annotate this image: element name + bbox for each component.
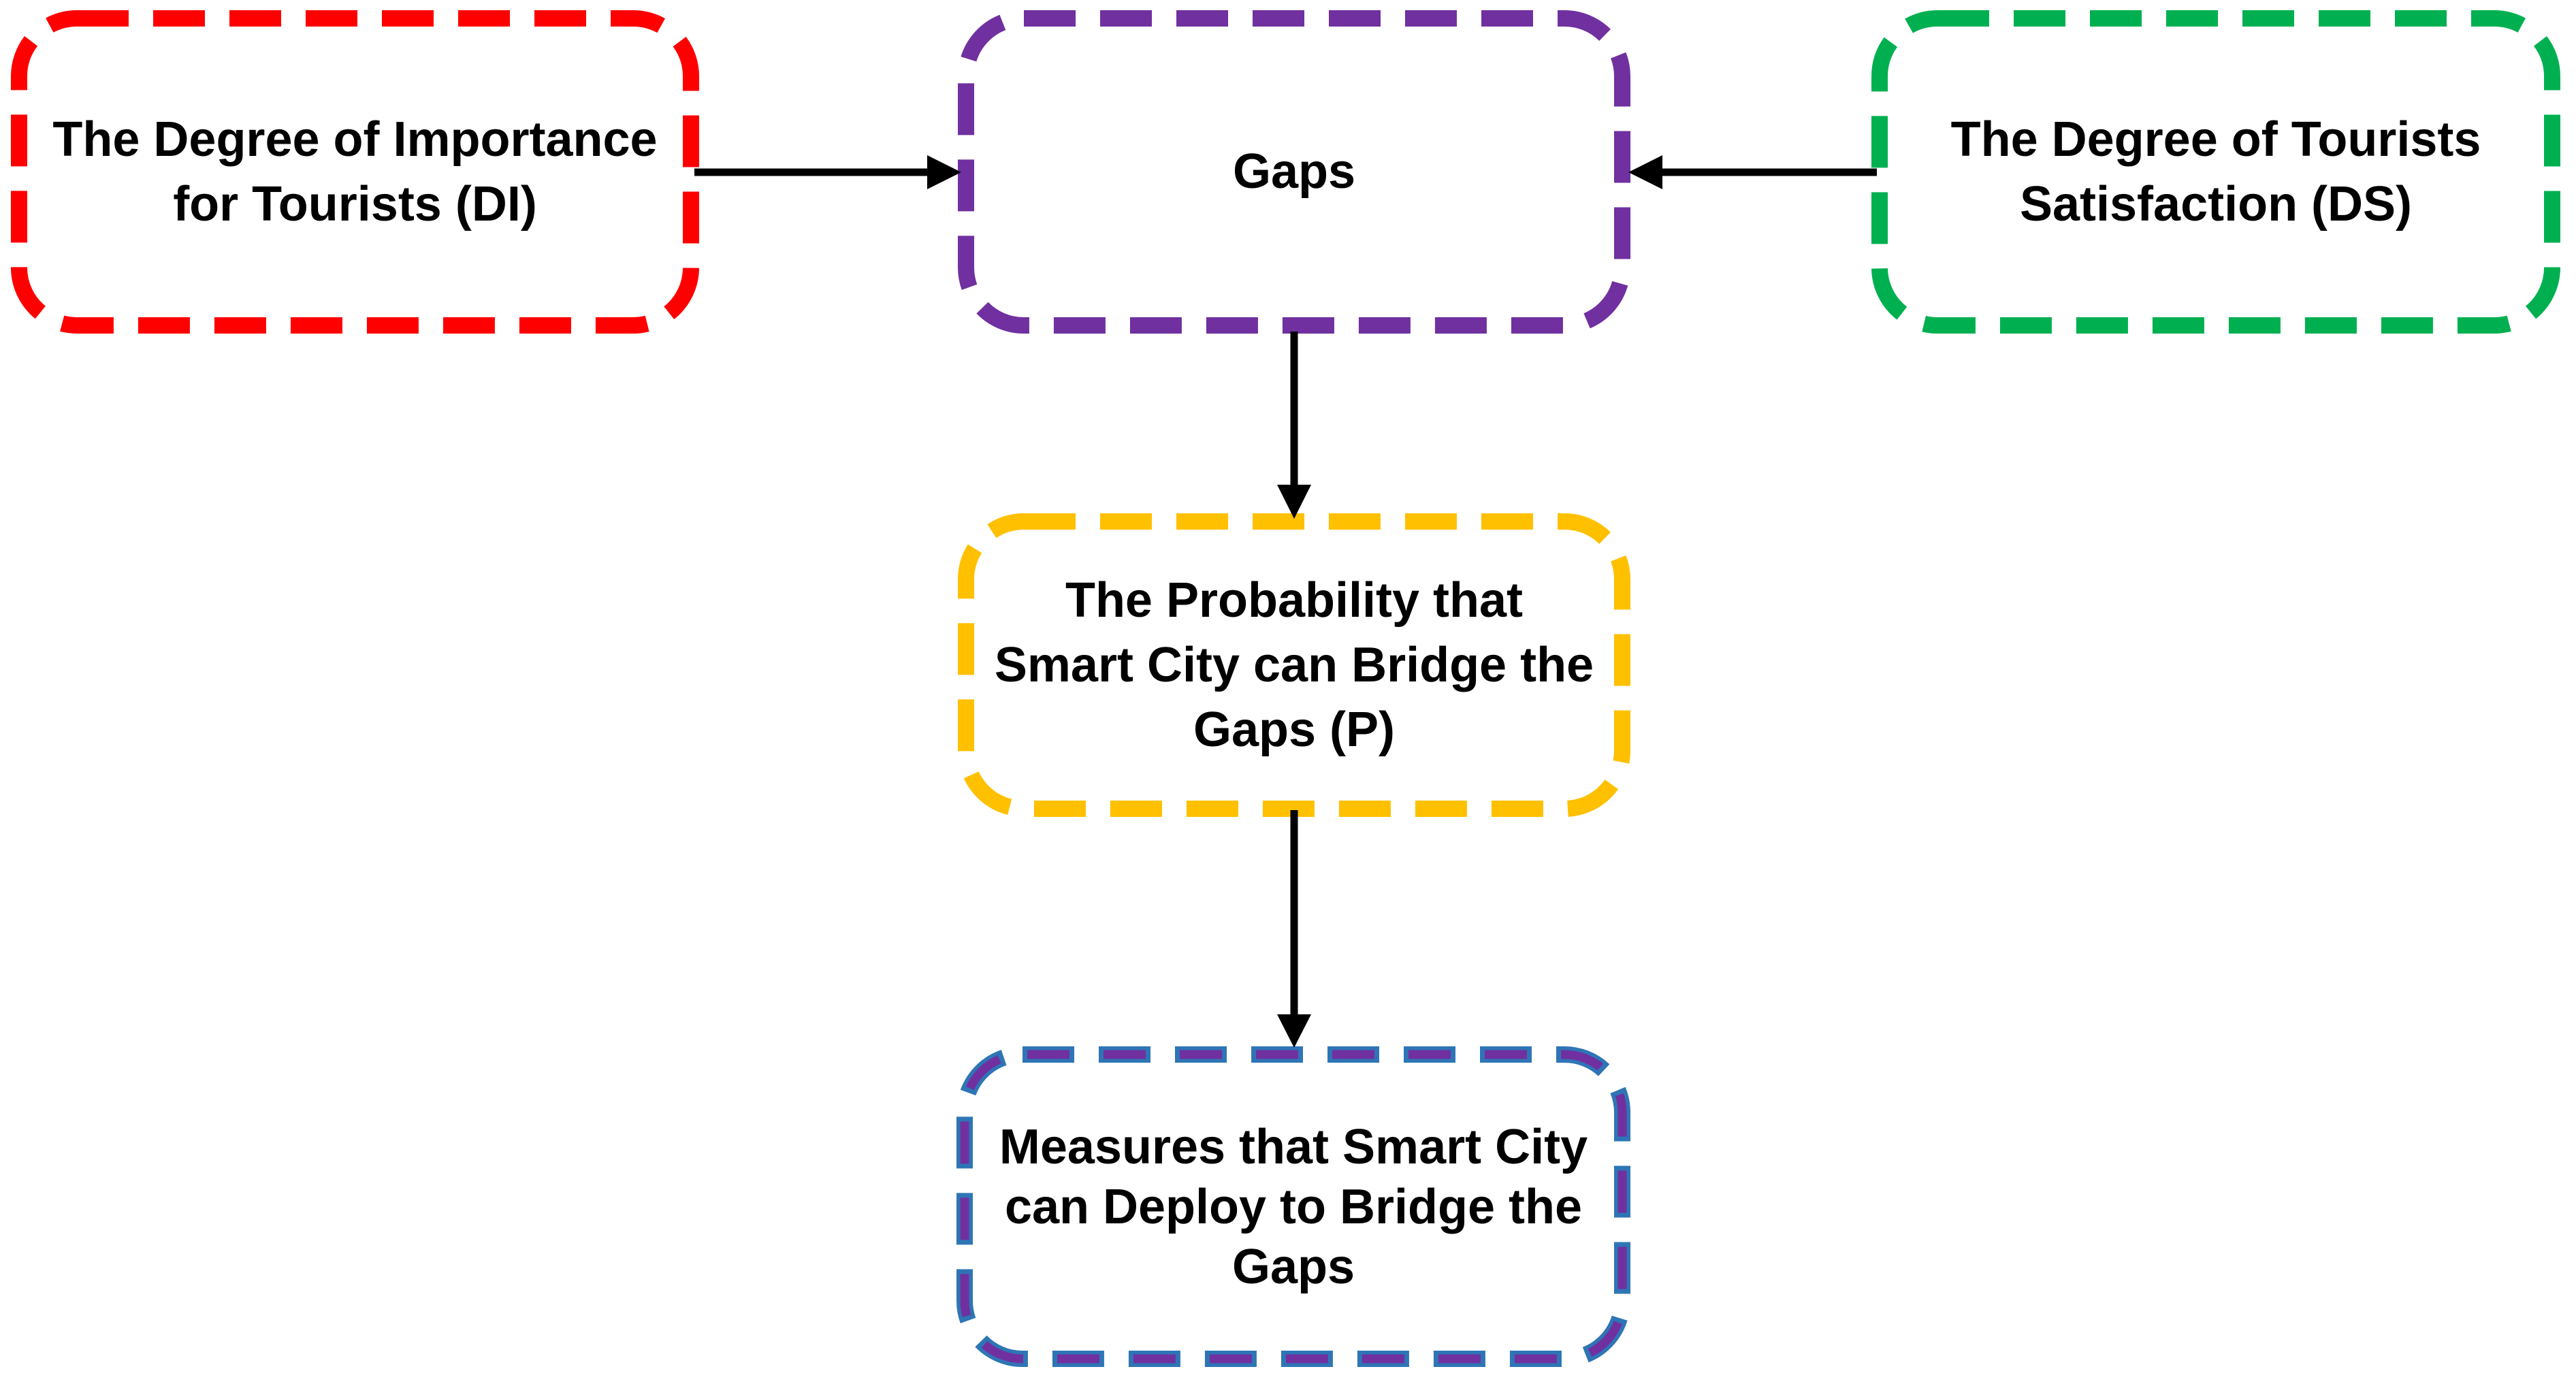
purple-dashed-border [958,10,1630,334]
box-label-di: The Degree of Importance for Tourists (D… [52,112,658,231]
box-gaps: Gaps [958,10,1630,334]
dashed-border-rect [1871,10,2560,334]
gold-dashed-border [958,513,1630,817]
red-dashed-border [11,10,699,334]
green-dashed-border [1871,10,2560,334]
arrow-gaps-to-probability [1277,332,1311,519]
arrow-ds-to-gaps [1628,155,1877,189]
blue-purple-dashed-border [956,1046,1630,1367]
dashed-border-rect [11,10,699,334]
arrowhead-down-icon [1277,1014,1311,1048]
box-label-probability: The Probability that Smart City can Brid… [994,573,1594,757]
box-degree-of-importance: The Degree of Importance for Tourists (D… [11,10,699,334]
arrowhead-right-icon [927,155,961,189]
box-label-measures: Measures that Smart City can Deploy to B… [999,1119,1588,1294]
box-measures: Measures that Smart City can Deploy to B… [956,1046,1630,1367]
box-label-ds: The Degree of Tourists Satisfaction (DS) [1950,112,2481,231]
box-degree-of-satisfaction: The Degree of Tourists Satisfaction (DS) [1871,10,2560,334]
dashed-border-inner-rect [960,1050,1627,1364]
box-probability: The Probability that Smart City can Brid… [958,513,1630,817]
dashed-border-rect [958,513,1630,817]
arrow-probability-to-measures [1277,810,1311,1048]
box-label-gaps: Gaps [1232,144,1356,199]
dashed-border-rect [958,10,1630,334]
arrowhead-left-icon [1628,155,1662,189]
arrow-di-to-gaps [694,155,961,189]
